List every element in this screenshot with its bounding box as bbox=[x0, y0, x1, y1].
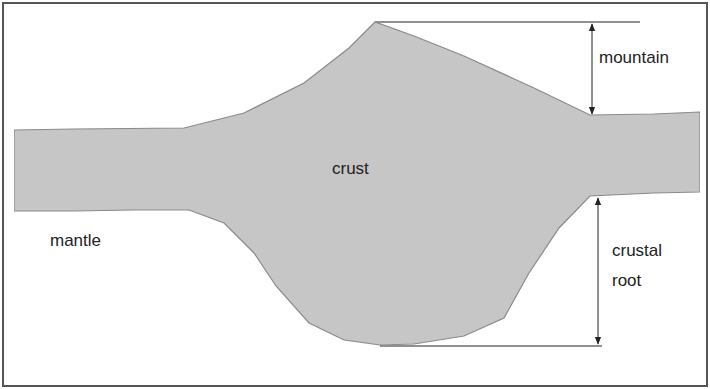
dimension-arrow bbox=[592, 24, 593, 114]
dimension-label: mountain bbox=[599, 47, 669, 69]
dimension-line bbox=[380, 346, 602, 347]
dimension-label: crustal root bbox=[612, 236, 692, 296]
crust-shape bbox=[14, 18, 700, 352]
dimension-arrow bbox=[598, 198, 599, 344]
dimension-line bbox=[375, 22, 640, 23]
region-label: crust bbox=[332, 158, 369, 180]
crust-region: crust bbox=[14, 18, 700, 352]
frame bbox=[3, 3, 707, 386]
crust-fill bbox=[14, 22, 700, 345]
region-label: mantle bbox=[50, 230, 101, 252]
